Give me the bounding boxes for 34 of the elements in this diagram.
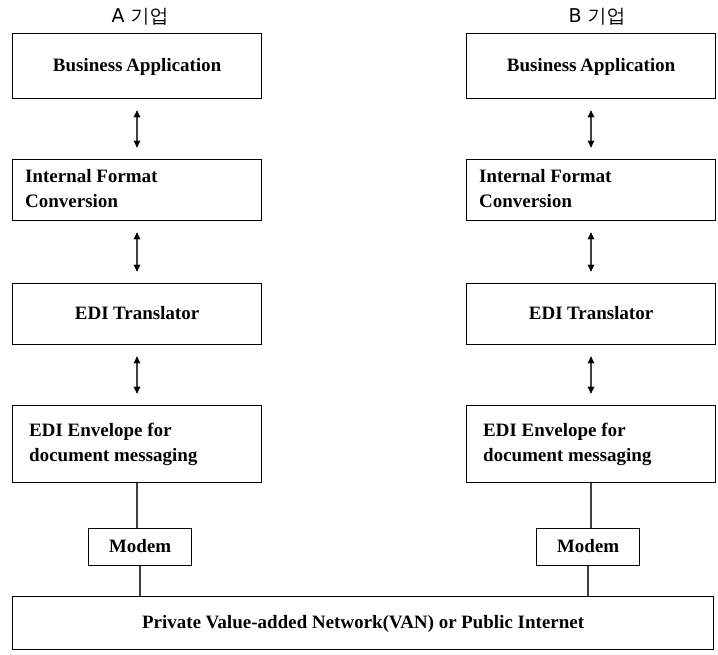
process-box: [12, 405, 262, 483]
box-label: Modem: [108, 534, 172, 559]
double-arrow: [588, 110, 594, 148]
box-label: Business Application: [506, 54, 676, 78]
double-arrow: [588, 356, 594, 394]
connector-line: [139, 566, 141, 596]
double-arrow: [134, 232, 140, 272]
box-label: EDI Envelope for document messaging: [29, 419, 198, 468]
double-arrow: [588, 232, 594, 272]
box-label: EDI Translator: [74, 302, 200, 326]
double-arrow: [134, 356, 140, 394]
box-label: Internal Format Conversion: [479, 165, 612, 214]
process-box: [536, 528, 640, 566]
connector-line: [587, 566, 589, 596]
company-heading: A 기업: [111, 4, 169, 29]
box-label: Internal Format Conversion: [25, 165, 158, 214]
process-box: [88, 528, 192, 566]
process-box: [466, 283, 716, 345]
process-box: [12, 159, 262, 221]
process-box: [466, 159, 716, 221]
process-box: [12, 283, 262, 345]
connector-line: [590, 483, 592, 528]
box-label: Private Value-added Network(VAN) or Public Internet: [142, 610, 584, 635]
connector-line: [136, 483, 138, 528]
box-label: Business Application: [52, 54, 222, 78]
process-box: [12, 33, 262, 99]
box-label: Modem: [556, 534, 620, 559]
company-heading: B 기업: [568, 4, 626, 29]
process-box: [466, 33, 716, 99]
box-label: EDI Translator: [528, 302, 654, 326]
box-label: EDI Envelope for document messaging: [483, 419, 652, 468]
process-box: [12, 596, 714, 650]
double-arrow: [134, 110, 140, 148]
process-box: [466, 405, 716, 483]
